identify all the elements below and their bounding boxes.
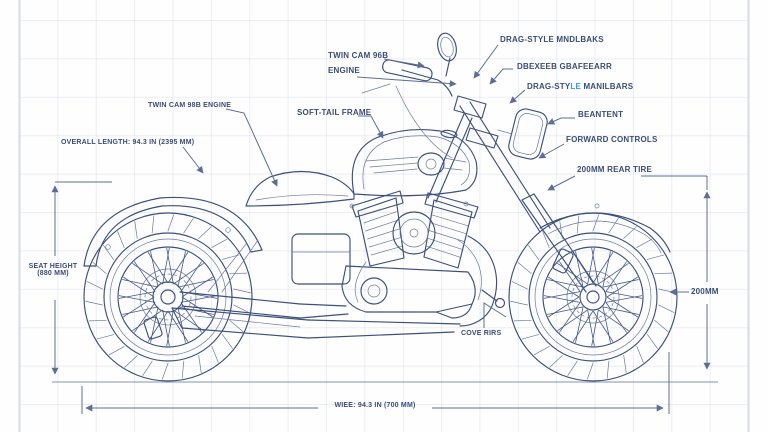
- rear-brake-caliper: [143, 316, 163, 340]
- callout-twin-cam-engine-left: TWIN CAM 98B ENGINE: [148, 102, 232, 109]
- callout-text: DRAG-STY: [527, 82, 571, 91]
- leader-lines: [182, 44, 576, 328]
- headlight: [508, 108, 548, 160]
- v-twin-engine: [341, 190, 479, 319]
- upper-triple-clamp: [453, 95, 487, 119]
- handlebar-grip: [382, 59, 433, 82]
- fuel-cap: [440, 129, 458, 139]
- callout-twin-cam-engine-top: TWIN CAM 96B: [328, 51, 389, 60]
- front-fender: [539, 212, 671, 253]
- seat: [245, 170, 355, 207]
- front-end: [361, 32, 671, 309]
- callout-drag-style-handlebars-1: DRAG-STYLE MNDLBAKS: [500, 35, 604, 44]
- fork-slider: [521, 199, 587, 293]
- muffler: [171, 307, 309, 321]
- front-brake-caliper: [552, 248, 574, 274]
- callout-drag-style-handlebars-2: DRAG-STYLE MANILBARS: [527, 82, 633, 91]
- mirror: [437, 32, 457, 62]
- callout-twin-cam-engine-top-line2: ENGINE: [328, 66, 360, 75]
- seat-height-line2: (880 MM): [37, 270, 69, 277]
- forward-control-peg: [494, 297, 506, 309]
- dimension-lines: [51, 175, 711, 414]
- callout-rear-tire: 200MM REAR TIRE: [577, 165, 653, 174]
- callout-tire-width: 200MM: [691, 287, 719, 296]
- callout-text: MANILBARS: [581, 82, 634, 91]
- callout-soft-tail-frame: SOFT-TAIL FRAME: [297, 108, 372, 117]
- callout-forward-controls: FORWARD CONTROLS: [566, 135, 658, 144]
- exhaust-system: [171, 235, 498, 339]
- air-cleaner: [392, 211, 436, 255]
- primary-cover: [360, 277, 388, 305]
- control-cable: [395, 85, 453, 159]
- callout-geared-rear: DBEXEEB GBAFEEARR: [517, 62, 612, 71]
- callout-beantent: BEANTENT: [578, 110, 624, 119]
- callout-wheelbase: WIEE: 94.3 IN (700 MM): [334, 402, 416, 409]
- callout-text-accent: LE: [570, 82, 582, 91]
- seat-height-line1: SEAT HEIGHT: [28, 263, 78, 270]
- battery-box: [291, 233, 351, 285]
- callout-overall-length: OVERALL LENGTH: 94.3 IN (2395 MM): [61, 139, 195, 146]
- callout-seat-height: SEAT HEIGHT(880 MM): [15, 263, 91, 277]
- callout-cove-rirs: COVE RIRS: [461, 330, 502, 337]
- handlebar: [401, 69, 453, 97]
- fuel-tank: [351, 128, 478, 197]
- rear-fender: [83, 196, 263, 267]
- fork-tube: [459, 105, 541, 233]
- brake-lever: [361, 83, 391, 94]
- tank-logo: [365, 152, 467, 176]
- front-wheel: [508, 212, 678, 382]
- rear-wheel: [83, 212, 253, 382]
- lower-triple-clamp: [465, 127, 499, 149]
